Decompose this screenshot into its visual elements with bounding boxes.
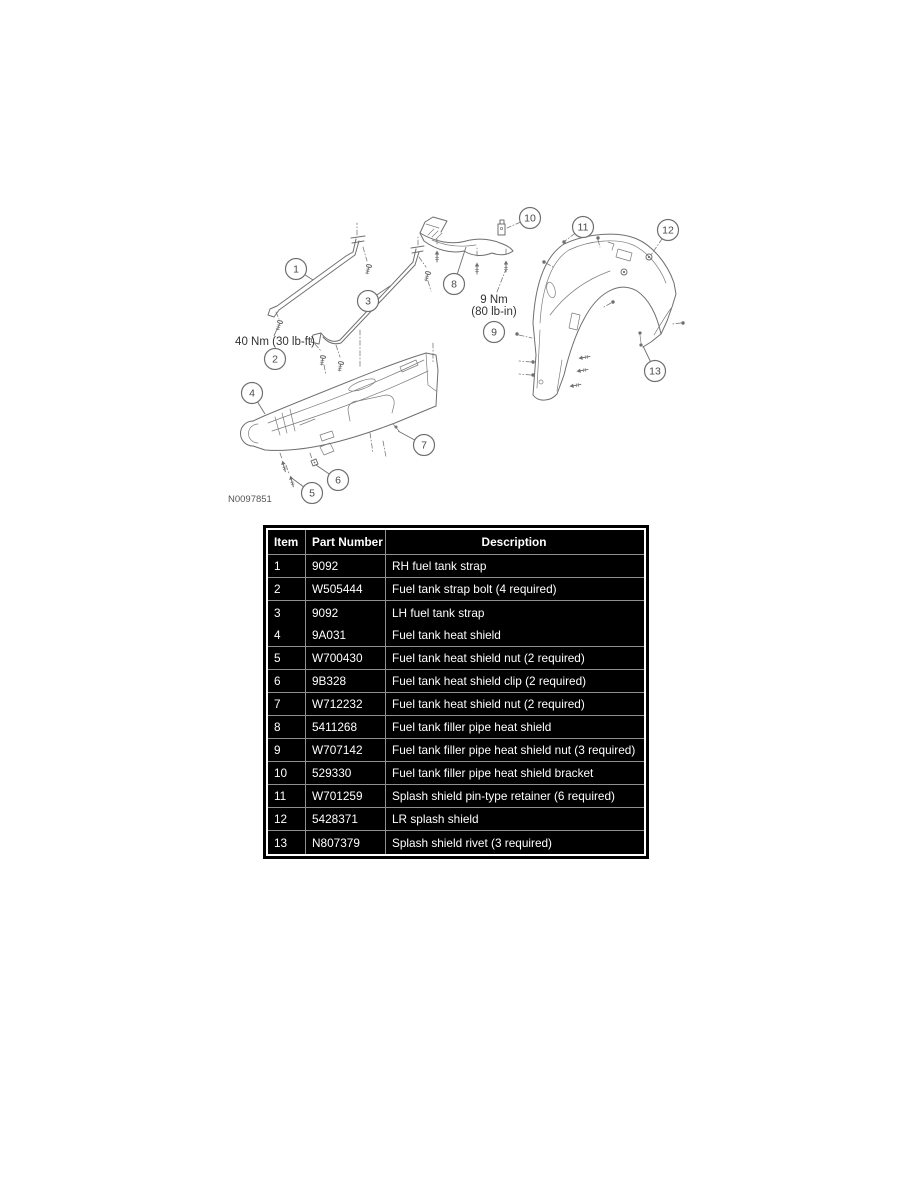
cell-part-number: 9092 xyxy=(306,555,386,578)
callout-number-5: 5 xyxy=(309,488,315,500)
cell-description: Fuel tank filler pipe heat shield bracke… xyxy=(386,762,644,785)
column-header-item: Item xyxy=(268,530,306,555)
cell-part-number: 5411268 xyxy=(306,716,386,739)
cell-description: Fuel tank heat shield nut (2 required) xyxy=(386,647,644,670)
callout-number-4: 4 xyxy=(249,388,255,400)
cell-description: Fuel tank filler pipe heat shield xyxy=(386,716,644,739)
callout-balloon-12 xyxy=(656,218,680,242)
callout-balloon-8 xyxy=(442,272,466,296)
cell-part-number: 9092 xyxy=(306,601,386,624)
cell-item: 6 xyxy=(268,670,306,693)
callout-balloon-3 xyxy=(356,289,380,313)
torque-note-filler-nut-line1: 9 Nm xyxy=(480,294,507,306)
cell-description: LH fuel tank strap xyxy=(392,605,485,620)
drawing-number: N0097851 xyxy=(228,494,272,505)
callout-balloon-4 xyxy=(240,381,264,405)
cell-description: RH fuel tank strap xyxy=(386,555,644,578)
cell-item: 5 xyxy=(268,647,306,670)
cell-item: 2 xyxy=(268,578,306,601)
callout-number-1: 1 xyxy=(293,264,299,276)
callout-balloon-1 xyxy=(284,257,308,281)
cell-description: Fuel tank strap bolt (4 required) xyxy=(386,578,644,601)
callout-balloon-9 xyxy=(482,320,506,344)
callout-balloon-13 xyxy=(643,359,667,383)
callout-balloon-6 xyxy=(326,468,350,492)
cell-item: 8 xyxy=(268,716,306,739)
cell-item: 13 xyxy=(268,831,306,854)
callout-number-2: 2 xyxy=(272,354,278,366)
cell-part-number: W700430 xyxy=(306,647,386,670)
cell-description: LR splash shield xyxy=(386,808,644,831)
cell-description: Splash shield pin-type retainer (6 requi… xyxy=(386,785,644,808)
lr-splash-shield-art xyxy=(515,233,685,401)
cell-part-number: 5428371 xyxy=(306,808,386,831)
cell-description: Splash shield rivet (3 required) xyxy=(392,835,552,850)
torque-note-filler-nut-line2: (80 lb-in) xyxy=(471,306,517,318)
callout-balloon-7 xyxy=(412,433,436,457)
callout-balloon-11 xyxy=(571,215,595,239)
cell-part-number: 529330 xyxy=(306,762,386,785)
cell-item: 7 xyxy=(268,693,306,716)
column-header-part-number: Part Number xyxy=(306,530,386,555)
callout-number-10: 10 xyxy=(524,213,536,225)
callout-number-12: 12 xyxy=(662,225,674,237)
cell-item: 1 xyxy=(268,555,306,578)
callout-balloon-5 xyxy=(300,481,324,505)
exploded-parts-diagram: 40 Nm (30 lb-ft) 9 Nm (80 lb-in) N009785… xyxy=(228,206,685,505)
cell-part-number: W701259 xyxy=(306,785,386,808)
table-header-row: Item Part Number Description xyxy=(268,530,644,555)
cell-part-number: 9A031 xyxy=(306,624,386,647)
rh-fuel-tank-strap-art xyxy=(267,222,373,337)
callout-number-7: 7 xyxy=(421,440,427,452)
callout-number-13: 13 xyxy=(649,366,661,378)
callout-number-3: 3 xyxy=(365,296,371,308)
cell-part-number: 9B328 xyxy=(306,670,386,693)
callout-balloon-2 xyxy=(263,347,287,371)
lh-fuel-tank-strap-art xyxy=(310,236,434,376)
callout-number-9: 9 xyxy=(491,327,497,339)
callout-number-11: 11 xyxy=(578,222,589,234)
cell-description: Fuel tank heat shield nut (2 required) xyxy=(386,693,644,716)
cell-part-number: W505444 xyxy=(306,578,386,601)
cell-part-number: W712232 xyxy=(306,693,386,716)
torque-note-strap-bolt: 40 Nm (30 lb-ft) xyxy=(235,336,315,348)
cell-description: Fuel tank heat shield clip (2 required) xyxy=(386,670,644,693)
column-header-description: Description xyxy=(386,530,644,555)
callout-balloon-10 xyxy=(518,206,542,230)
cell-item: 12 xyxy=(268,808,306,831)
cell-item: 3 xyxy=(268,601,306,624)
cell-part-number: W707142 xyxy=(306,739,386,762)
cell-item: 9 xyxy=(268,739,306,762)
callout-number-8: 8 xyxy=(451,279,457,291)
cell-item: 11 xyxy=(268,785,306,808)
fuel-tank-heat-shield-art xyxy=(240,352,439,488)
cell-item: 10 xyxy=(268,762,306,785)
figure-container: 40 Nm (30 lb-ft) 9 Nm (80 lb-in) N009785… xyxy=(220,195,700,515)
cell-item: 4 xyxy=(268,624,306,647)
cell-part-number: N807379 xyxy=(306,831,386,854)
callout-number-6: 6 xyxy=(335,475,341,487)
filler-pipe-heat-shield-art xyxy=(419,216,514,293)
cell-description: Fuel tank heat shield xyxy=(386,624,644,647)
cell-description: Fuel tank filler pipe heat shield nut (3… xyxy=(386,739,644,762)
